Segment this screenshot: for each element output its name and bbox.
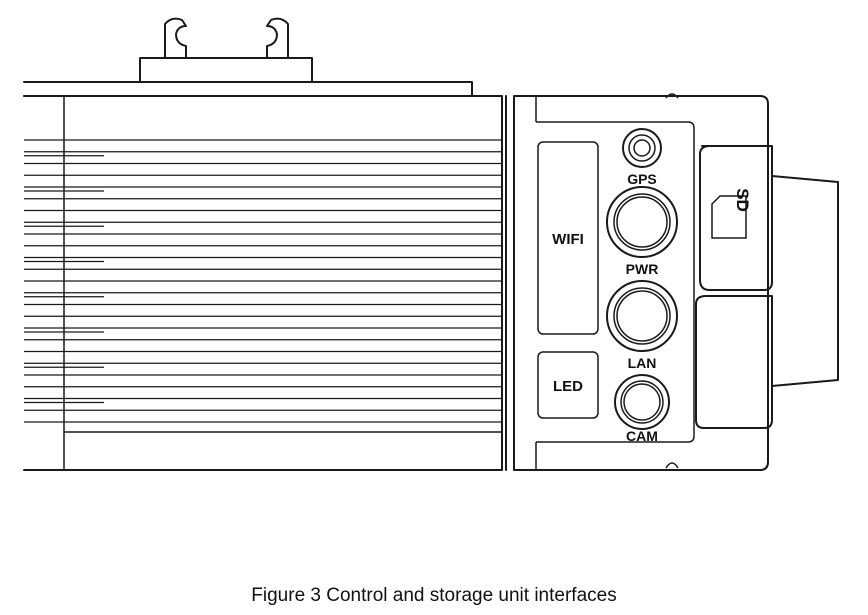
pwr-label: PWR: [626, 261, 659, 277]
sd-card-icon: SD: [711, 188, 752, 239]
figure-caption: Figure 3 Control and storage unit interf…: [251, 585, 617, 606]
sd-card-door: SD: [695, 145, 839, 429]
sd-label: SD: [733, 188, 752, 212]
lan-connector: LAN: [606, 280, 678, 371]
wifi-indicator: WIFI: [537, 141, 599, 335]
led-label: LED: [553, 378, 583, 395]
pwr-connector: PWR: [606, 186, 678, 277]
interface-panel: [505, 93, 769, 471]
gps-label: GPS: [627, 171, 657, 187]
cam-connector: CAM: [614, 374, 670, 444]
gps-connector: GPS: [622, 128, 662, 187]
cam-label: CAM: [626, 428, 658, 444]
heatsink-body: [23, 81, 503, 471]
led-indicator: LED: [537, 351, 599, 419]
mounting-bracket: [139, 17, 313, 83]
lan-label: LAN: [628, 355, 657, 371]
heatsink-fins: [24, 139, 502, 423]
wifi-label: WIFI: [552, 231, 584, 248]
